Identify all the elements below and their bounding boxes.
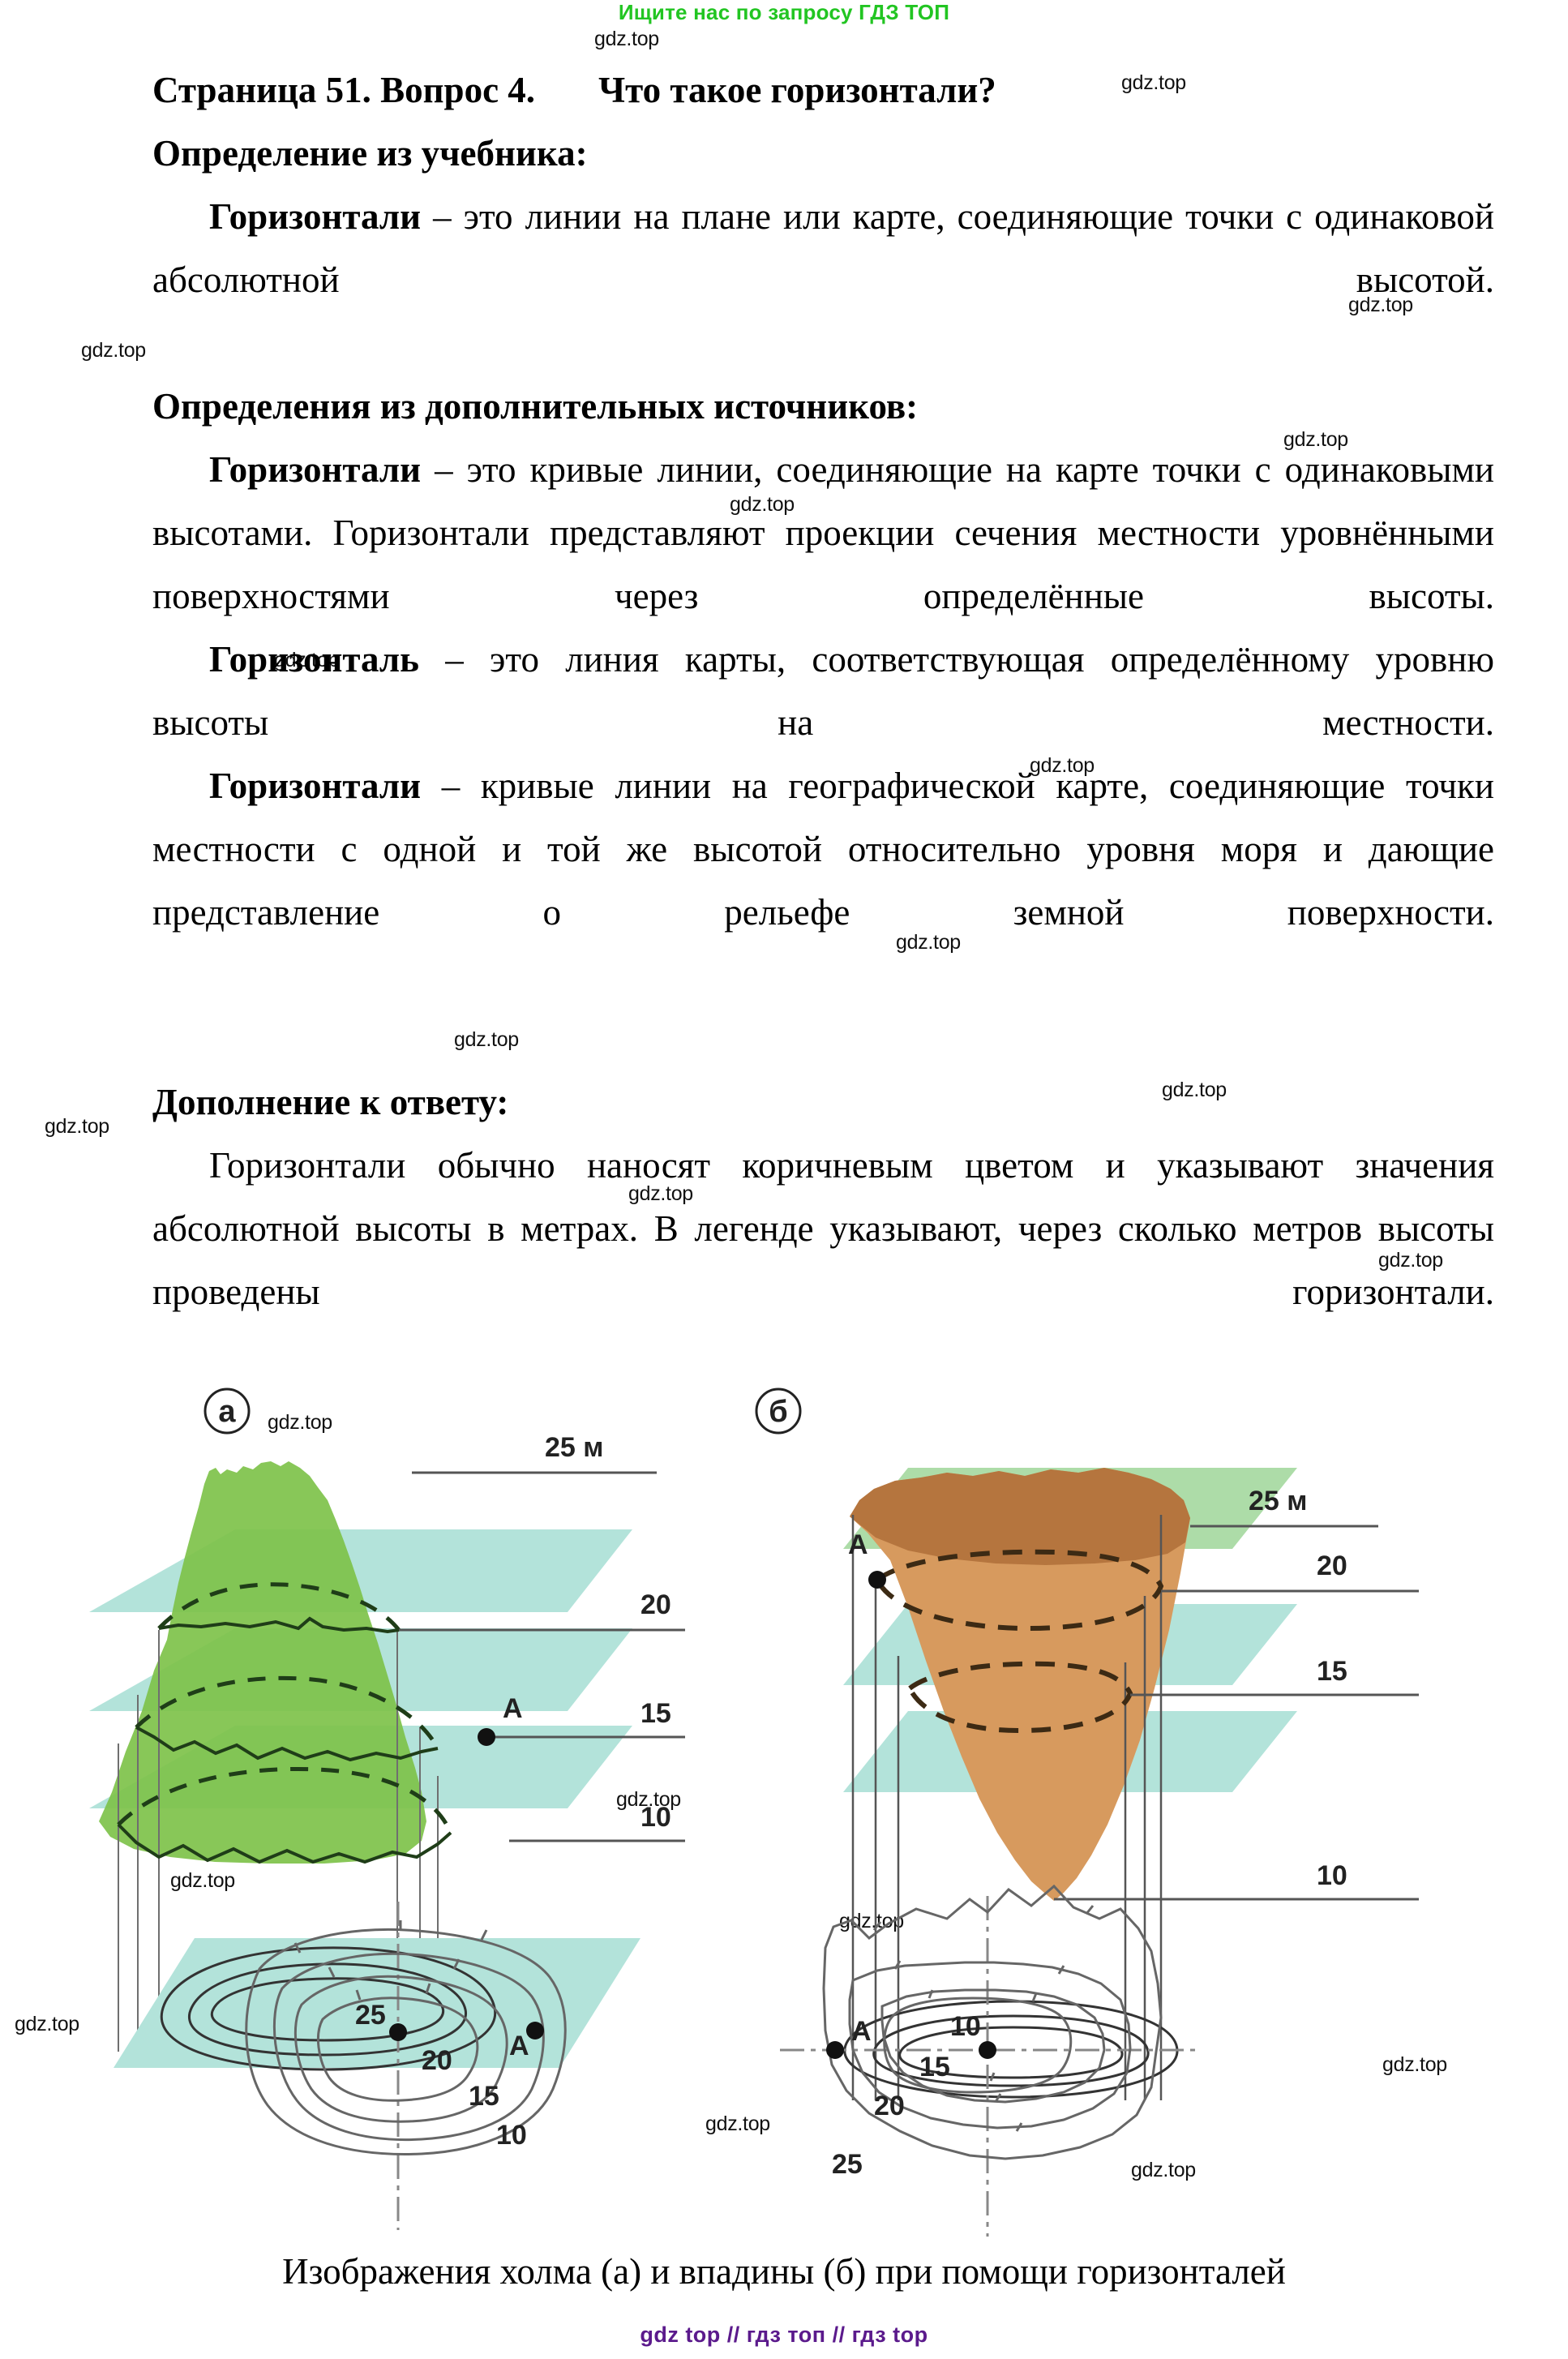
- section-title-extra-sources: Определения из дополнительных источников…: [152, 386, 919, 427]
- map-label-25-b: 25: [832, 2149, 863, 2180]
- label-20-b: 20: [1317, 1551, 1347, 1581]
- question-text: Что такое горизонтали?: [598, 70, 996, 110]
- panel-b-tag-label: б: [769, 1395, 787, 1429]
- contour-20-back: [157, 1582, 401, 1632]
- contour-15-b: [906, 1661, 1133, 1734]
- document-body: Страница 51. Вопрос 4. Что такое горизон…: [152, 58, 1494, 1323]
- panel-a-contour-map: 25 20 15 10 A: [245, 1902, 567, 2230]
- contour-20-b: [874, 1549, 1164, 1632]
- map-label-25-a: 25: [355, 2000, 386, 2031]
- label-10-b: 10: [1317, 1860, 1347, 1891]
- map-center-dot-a: [389, 2023, 407, 2041]
- watermark: gdz.top: [594, 28, 659, 50]
- map-label-20-b: 20: [874, 2091, 905, 2121]
- section-title-addition: Дополнение к ответу:: [152, 1082, 509, 1122]
- page-title: Страница 51. Вопрос 4. Что такое горизон…: [152, 58, 1494, 122]
- map-contour-15-b: [880, 1988, 1106, 2104]
- map-label-20-a: 20: [422, 2045, 452, 2076]
- label-15-b: 15: [1317, 1656, 1347, 1687]
- term-gorizontali-2: Горизонтали: [209, 449, 422, 490]
- paragraph-3: Горизонталь – это линия карты, соответст…: [152, 628, 1494, 754]
- contour-15-front: [135, 1726, 439, 1762]
- point-a-label-b: A: [848, 1529, 868, 1560]
- figure-svg: а: [89, 1388, 1419, 2237]
- panel-a-tag: а: [203, 1388, 251, 1435]
- label-20-a: 20: [640, 1589, 671, 1620]
- label-10-a: 10: [640, 1802, 671, 1833]
- term-gorizontal-3: Горизонталь: [209, 639, 419, 680]
- map-label-15-a: 15: [469, 2081, 499, 2112]
- basin-top-rim: [850, 1468, 1190, 1565]
- panel-b-contour-map: A 10 15 20 25: [780, 1884, 1198, 2237]
- map-contour-20-b: [848, 1961, 1132, 2130]
- contour-20-front: [158, 1616, 400, 1634]
- term-gorizontali-1: Горизонтали: [209, 196, 422, 237]
- map-point-a-label-b: A: [851, 2016, 872, 2047]
- label-25m-a: 25 м: [545, 1432, 603, 1463]
- point-a-marker: [478, 1728, 495, 1746]
- paragraph-2-text: – это кривые линии, соединяющие на карте…: [152, 449, 1494, 616]
- paragraph-4-text: – кривые линии на географической карте, …: [152, 766, 1494, 933]
- label-25m-b: 25 м: [1249, 1486, 1307, 1516]
- figure-caption: Изображения холма (а) и впадины (б) при …: [282, 2251, 1286, 2292]
- map-contour-20-a: [293, 1975, 508, 2123]
- section-title-textbook: Определение из учебника:: [152, 133, 588, 174]
- watermark: gdz.top: [81, 339, 146, 362]
- map-label-10-a: 10: [496, 2120, 527, 2151]
- term-gorizontali-4: Горизонтали: [209, 766, 422, 806]
- map-point-a-dot-b: [826, 2041, 844, 2059]
- page-question-label: Страница 51. Вопрос 4.: [152, 70, 536, 110]
- point-a-marker-b: [868, 1571, 886, 1589]
- map-label-10-b: 10: [950, 2011, 981, 2042]
- map-point-a-dot: [526, 2022, 544, 2039]
- hill-body: [99, 1461, 426, 1864]
- map-contour-25-a: [317, 1997, 479, 2102]
- footer-links: gdz top // гдз топ // гдз top: [640, 2323, 928, 2347]
- panel-a-tag-label: а: [218, 1395, 236, 1429]
- leader-lines-b: [1054, 1525, 1419, 1901]
- panel-b-basin: б: [755, 1388, 1419, 2100]
- map-contour-10-b: [883, 1997, 1073, 2094]
- map-point-a-label: A: [509, 2031, 529, 2061]
- paragraph-3-text: – это линия карты, соответствующая опред…: [152, 639, 1494, 743]
- point-a-label: A: [503, 1693, 523, 1724]
- map-center-dot-b: [979, 2041, 996, 2059]
- paragraph-1: Горизонтали – это линии на плане или кар…: [152, 185, 1494, 311]
- label-15-a: 15: [640, 1698, 671, 1729]
- figure-contours: а: [0, 1370, 1568, 2262]
- panel-b-tag: б: [755, 1388, 802, 1435]
- panel-a-hill: а: [89, 1388, 685, 2071]
- contour-15-back: [135, 1675, 440, 1750]
- map-contour-15-a: [272, 1952, 545, 2142]
- paragraph-4: Горизонтали – кривые линии на географиче…: [152, 754, 1494, 944]
- map-hachures-a: [293, 1920, 488, 2001]
- map-contour-25-b: [822, 1884, 1163, 2160]
- contour-10-back: [117, 1767, 453, 1834]
- paragraph-1-text: – это линии на плане или карте, соединяю…: [152, 196, 1494, 300]
- map-label-15-b: 15: [919, 2052, 950, 2082]
- paragraph-5-text: Горизонтали обычно наносят коричневым цв…: [152, 1145, 1494, 1312]
- leader-lines-a: [399, 1471, 685, 1842]
- projection-lines-b: [851, 1515, 1163, 2100]
- watermark: gdz.top: [45, 1115, 109, 1138]
- map-hachures-b: [872, 1905, 1095, 2132]
- contour-10-front: [117, 1823, 452, 1864]
- basin-body: [850, 1468, 1190, 1901]
- paragraph-5: Горизонтали обычно наносят коричневым цв…: [152, 1134, 1494, 1323]
- paragraph-2: Горизонтали – это кривые линии, соединяю…: [152, 438, 1494, 628]
- map-contour-10-a: [245, 1928, 567, 2155]
- promo-banner: Ищите нас по запросу ГДЗ ТОП: [618, 0, 950, 24]
